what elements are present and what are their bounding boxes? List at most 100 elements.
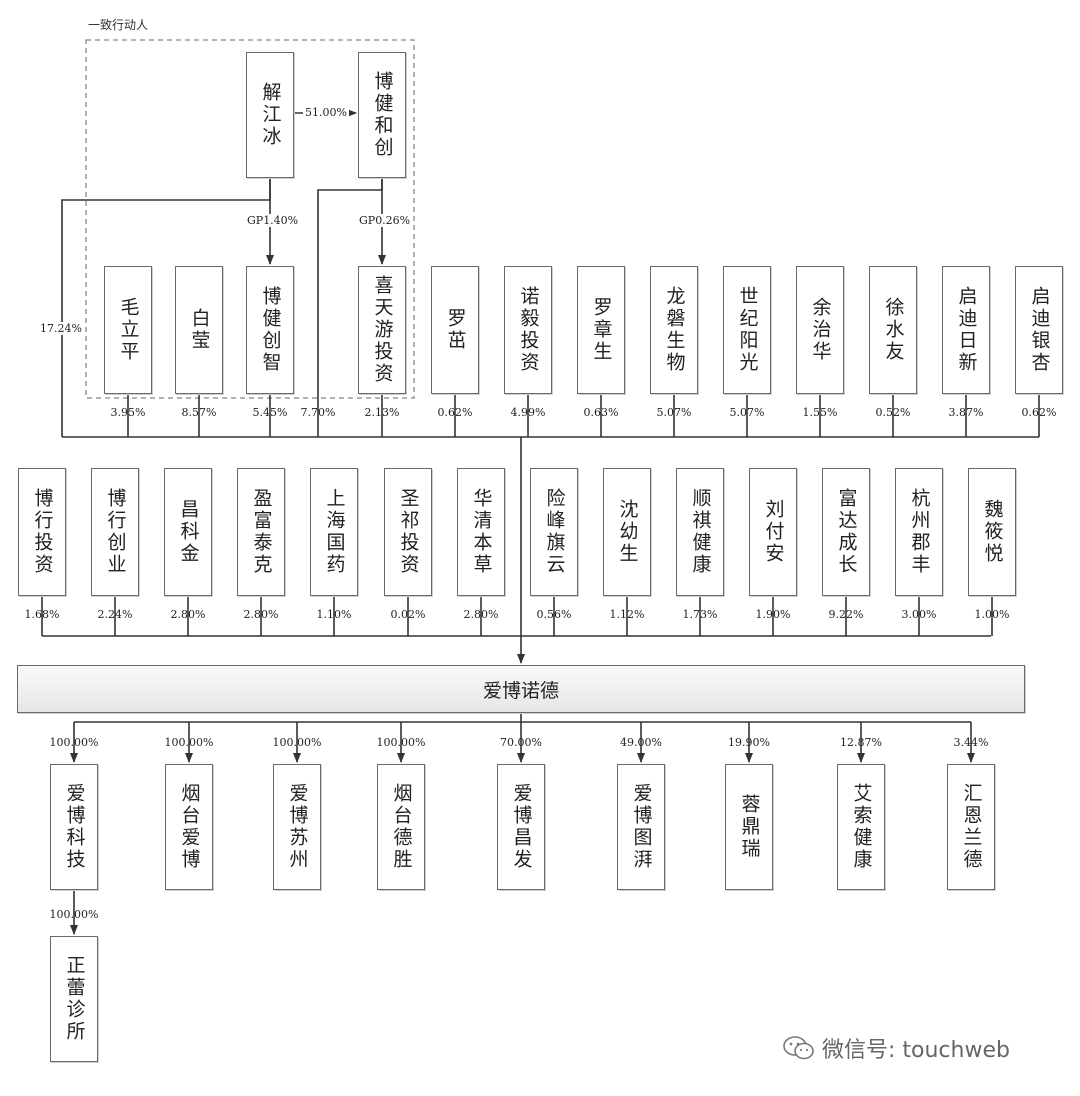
row2-shareholder-box-label: 沈幼生 <box>616 499 639 565</box>
row2-shareholder-box[interactable]: 华清本草 <box>457 468 505 596</box>
subsidiary-box-label: 爱博昌发 <box>510 783 533 871</box>
subsidiary-box[interactable]: 艾索健康 <box>837 764 885 890</box>
row1-shareholder-box[interactable]: 罗茁 <box>431 266 479 394</box>
row1-shareholder-box[interactable]: 罗章生 <box>577 266 625 394</box>
subsidiary-box[interactable]: 烟台爱博 <box>165 764 213 890</box>
row2-shareholder-box-label: 杭州郡丰 <box>908 488 931 576</box>
subsidiary-pct: 100.00% <box>164 736 214 749</box>
xie-to-bojian-hechuang-pct: 51.00% <box>303 106 349 119</box>
subsidiary-pct: 19.90% <box>728 736 770 749</box>
row2-shareholder-box[interactable]: 上海国药 <box>310 468 358 596</box>
row1-shareholder-box[interactable]: 毛立平 <box>104 266 152 394</box>
row1-shareholder-box-label: 喜天游投资 <box>371 275 394 385</box>
subsidiary-box-label: 汇恩兰德 <box>960 783 983 871</box>
xie-jiangbing-box-label: 解江冰 <box>259 82 282 148</box>
sub-subsidiary-pct: 100.00% <box>49 908 99 921</box>
row1-pct: 3.87% <box>948 406 984 419</box>
row2-pct: 1.73% <box>682 608 718 621</box>
watermark: 微信号: touchweb <box>782 1032 1010 1064</box>
row1-shareholder-box[interactable]: 徐水友 <box>869 266 917 394</box>
row2-pct: 0.02% <box>390 608 426 621</box>
row1-shareholder-box-label: 罗章生 <box>590 297 613 363</box>
row1-shareholder-box-label: 罗茁 <box>444 308 467 352</box>
row2-shareholder-box-label: 富达成长 <box>835 488 858 576</box>
row2-pct: 1.00% <box>974 608 1010 621</box>
row1-shareholder-box-label: 龙磐生物 <box>663 286 686 374</box>
gp-bojian-chuangzhi-label: GP1.40% <box>245 214 301 227</box>
row2-shareholder-box[interactable]: 杭州郡丰 <box>895 468 943 596</box>
subsidiary-pct: 100.00% <box>49 736 99 749</box>
bojian-hechuang-box[interactable]: 博健和创 <box>358 52 406 178</box>
row2-shareholder-box[interactable]: 圣祁投资 <box>384 468 432 596</box>
row1-pct: 4.99% <box>510 406 546 419</box>
wechat-icon <box>783 1036 814 1060</box>
row1-pct: 5.07% <box>729 406 765 419</box>
row1-shareholder-box[interactable]: 白莹 <box>175 266 223 394</box>
row2-shareholder-box[interactable]: 富达成长 <box>822 468 870 596</box>
sub-subsidiary-box-label: 正蕾诊所 <box>63 955 86 1043</box>
subsidiary-box[interactable]: 烟台德胜 <box>377 764 425 890</box>
row2-pct: 0.56% <box>536 608 572 621</box>
subsidiary-box[interactable]: 蓉鼎瑞 <box>725 764 773 890</box>
row2-shareholder-box-label: 圣祁投资 <box>397 488 420 576</box>
subsidiary-box[interactable]: 汇恩兰德 <box>947 764 995 890</box>
row1-pct: 3.95% <box>110 406 146 419</box>
row1-shareholder-box[interactable]: 龙磐生物 <box>650 266 698 394</box>
row1-pct: 2.13% <box>364 406 400 419</box>
row2-pct: 1.90% <box>755 608 791 621</box>
row1-shareholder-box-label: 诺毅投资 <box>517 286 540 374</box>
gp-xitian-label: GP0.26% <box>357 214 413 227</box>
main-company-box[interactable]: 爱博诺德 <box>17 665 1025 713</box>
row2-shareholder-box[interactable]: 魏筱悦 <box>968 468 1016 596</box>
subsidiary-box[interactable]: 爱博图湃 <box>617 764 665 890</box>
row2-shareholder-box[interactable]: 险峰旗云 <box>530 468 578 596</box>
row1-pct: 8.57% <box>181 406 217 419</box>
subsidiary-box-label: 艾索健康 <box>850 783 873 871</box>
row1-shareholder-box[interactable]: 启迪日新 <box>942 266 990 394</box>
row2-pct: 2.80% <box>243 608 279 621</box>
row2-shareholder-box[interactable]: 昌科金 <box>164 468 212 596</box>
row1-shareholder-box[interactable]: 诺毅投资 <box>504 266 552 394</box>
subsidiary-box[interactable]: 爱博科技 <box>50 764 98 890</box>
row1-shareholder-box[interactable]: 喜天游投资 <box>358 266 406 394</box>
concert-party-label: 一致行动人 <box>88 18 149 32</box>
row2-shareholder-box-label: 盈富泰克 <box>250 488 273 576</box>
watermark-text: 微信号: touchweb <box>822 1038 1010 1063</box>
subsidiary-pct: 12.87% <box>840 736 882 749</box>
row1-shareholder-box[interactable]: 启迪银杏 <box>1015 266 1063 394</box>
bojian-hechuang-direct-holding-line <box>317 178 383 437</box>
subsidiary-box[interactable]: 爱博苏州 <box>273 764 321 890</box>
row1-pct: 0.63% <box>583 406 619 419</box>
row2-pct: 2.80% <box>170 608 206 621</box>
row1-pct: 5.45% <box>252 406 288 419</box>
row1-pct: 1.55% <box>802 406 838 419</box>
row2-shareholder-box[interactable]: 盈富泰克 <box>237 468 285 596</box>
row2-shareholder-box[interactable]: 博行投资 <box>18 468 66 596</box>
subsidiary-pct: 49.00% <box>620 736 662 749</box>
xie-jiangbing-box[interactable]: 解江冰 <box>246 52 294 178</box>
row2-pct: 1.10% <box>316 608 352 621</box>
row1-pct: 0.62% <box>1021 406 1057 419</box>
row2-shareholder-box[interactable]: 刘付安 <box>749 468 797 596</box>
row1-shareholder-box[interactable]: 博健创智 <box>246 266 294 394</box>
row1-shareholder-box-label: 白莹 <box>188 308 211 352</box>
row1-shareholder-box[interactable]: 余治华 <box>796 266 844 394</box>
row2-pct: 2.24% <box>97 608 133 621</box>
subsidiary-pct: 70.00% <box>500 736 542 749</box>
row2-shareholder-box-label: 险峰旗云 <box>543 488 566 576</box>
subsidiary-box-label: 烟台德胜 <box>390 783 413 871</box>
row2-shareholder-box[interactable]: 沈幼生 <box>603 468 651 596</box>
row2-shareholder-box[interactable]: 顺祺健康 <box>676 468 724 596</box>
row1-pct: 5.07% <box>656 406 692 419</box>
main-company-name: 爱博诺德 <box>482 679 559 702</box>
subsidiary-box-label: 爱博苏州 <box>286 783 309 871</box>
sub-subsidiary-box[interactable]: 正蕾诊所 <box>50 936 98 1062</box>
row2-shareholder-box[interactable]: 博行创业 <box>91 468 139 596</box>
subsidiary-box-label: 爱博图湃 <box>630 783 653 871</box>
subsidiary-box[interactable]: 爱博昌发 <box>497 764 545 890</box>
row1-shareholder-box[interactable]: 世纪阳光 <box>723 266 771 394</box>
row2-pct: 1.68% <box>24 608 60 621</box>
row1-shareholder-box-label: 徐水友 <box>882 297 905 363</box>
row1-pct: 0.52% <box>875 406 911 419</box>
row1-shareholder-box-label: 毛立平 <box>117 297 140 363</box>
